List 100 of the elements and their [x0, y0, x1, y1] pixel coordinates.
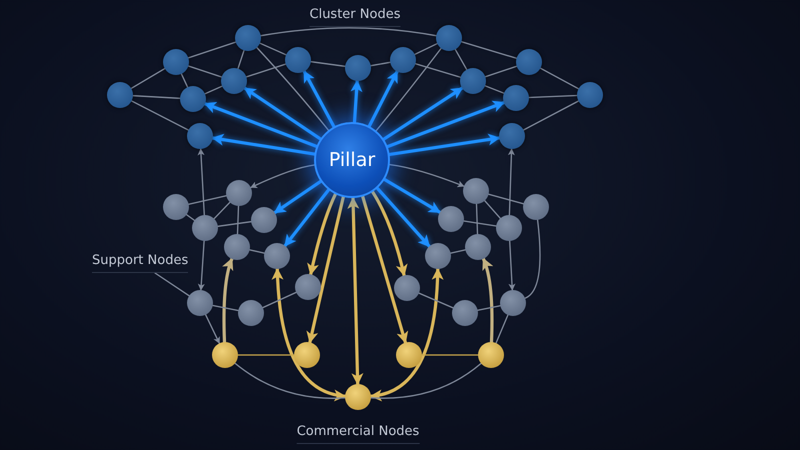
support-node: [264, 243, 290, 269]
arrow: [204, 314, 220, 344]
connector-line: [130, 100, 190, 131]
support-node: [394, 275, 420, 301]
connector-line: [418, 292, 454, 309]
connector-line: [477, 305, 501, 311]
support-node: [438, 206, 464, 232]
cluster-node: [235, 25, 261, 51]
connector-line: [188, 65, 222, 78]
arrow: [386, 100, 506, 148]
cluster-node: [390, 47, 416, 73]
connector-line: [463, 220, 497, 227]
connector-line: [234, 362, 346, 399]
connector-line: [259, 42, 287, 56]
arrow: [306, 195, 345, 344]
arrow: [273, 180, 322, 214]
support-node: [452, 300, 478, 326]
arrow: [222, 257, 234, 344]
connector-line: [237, 50, 245, 70]
arrow: [347, 196, 364, 386]
arrow: [382, 86, 464, 141]
connector-line: [204, 86, 223, 94]
arrow: [371, 190, 408, 277]
connector-line: [414, 63, 462, 78]
connector-line: [180, 73, 188, 88]
arrow: [307, 192, 337, 276]
connector-line: [249, 249, 265, 254]
connector-line: [188, 41, 236, 59]
leader-line: [154, 272, 190, 296]
connector-line: [217, 221, 252, 227]
connector-line: [246, 63, 286, 78]
arrow: [389, 164, 465, 188]
arrow: [369, 267, 444, 401]
cluster-node: [460, 68, 486, 94]
connector-line: [188, 195, 227, 205]
connector-line: [460, 41, 518, 59]
support-node: [295, 274, 321, 300]
commercial-node: [294, 342, 320, 368]
arrow: [482, 257, 494, 344]
cluster-node: [503, 85, 529, 111]
commercial-node: [396, 342, 422, 368]
group-label: Support Nodes: [92, 253, 188, 273]
arrow: [243, 86, 322, 140]
arrow: [388, 134, 501, 156]
connector-line: [213, 202, 231, 220]
arrow: [198, 240, 205, 291]
arrow: [272, 267, 347, 401]
connector-line: [488, 194, 524, 204]
support-node: [463, 178, 489, 204]
cluster-node: [163, 49, 189, 75]
arrow: [198, 148, 205, 216]
cluster-node: [285, 47, 311, 73]
arrow: [204, 102, 318, 148]
connector-line: [524, 219, 541, 299]
support-node: [238, 300, 264, 326]
support-node: [187, 290, 213, 316]
connector-line: [376, 48, 442, 132]
connector-line: [454, 48, 468, 70]
connector-line: [262, 292, 297, 308]
connector-line: [450, 249, 466, 254]
support-node: [226, 180, 252, 206]
pillar-node: Pillar: [314, 122, 390, 198]
cluster-node: [221, 68, 247, 94]
connector-line: [260, 27, 437, 36]
arrow: [361, 194, 408, 344]
cluster-node: [187, 123, 213, 149]
support-node: [523, 194, 549, 220]
connector-line: [421, 354, 479, 356]
connector-line: [237, 354, 295, 356]
support-node: [192, 215, 218, 241]
cluster-node: [107, 82, 133, 108]
connector-line: [522, 100, 580, 131]
group-label: Commercial Nodes: [296, 424, 420, 444]
support-node: [496, 215, 522, 241]
arrow: [283, 188, 330, 248]
connector-line: [256, 46, 330, 131]
arrow: [508, 240, 516, 291]
connector-line: [186, 214, 196, 222]
arrow: [211, 134, 316, 156]
arrow: [383, 178, 442, 214]
arrow: [250, 164, 315, 188]
support-node: [163, 194, 189, 220]
connector-line: [540, 68, 580, 90]
cluster-node: [577, 82, 603, 108]
connector-line: [495, 314, 509, 344]
commercial-node: [212, 342, 238, 368]
cluster-node: [516, 49, 542, 75]
cluster-node: [180, 86, 206, 112]
arrow: [508, 148, 515, 216]
connector-line: [236, 205, 240, 235]
cluster-node: [345, 55, 371, 81]
connector-line: [212, 304, 239, 312]
connector-line: [132, 95, 181, 99]
connector-line: [528, 94, 578, 98]
connector-line: [370, 62, 391, 66]
connector-line: [484, 66, 518, 78]
arrow: [376, 186, 431, 248]
commercial-node: [345, 384, 371, 410]
connector-line: [414, 42, 438, 56]
connector-line: [130, 68, 166, 90]
